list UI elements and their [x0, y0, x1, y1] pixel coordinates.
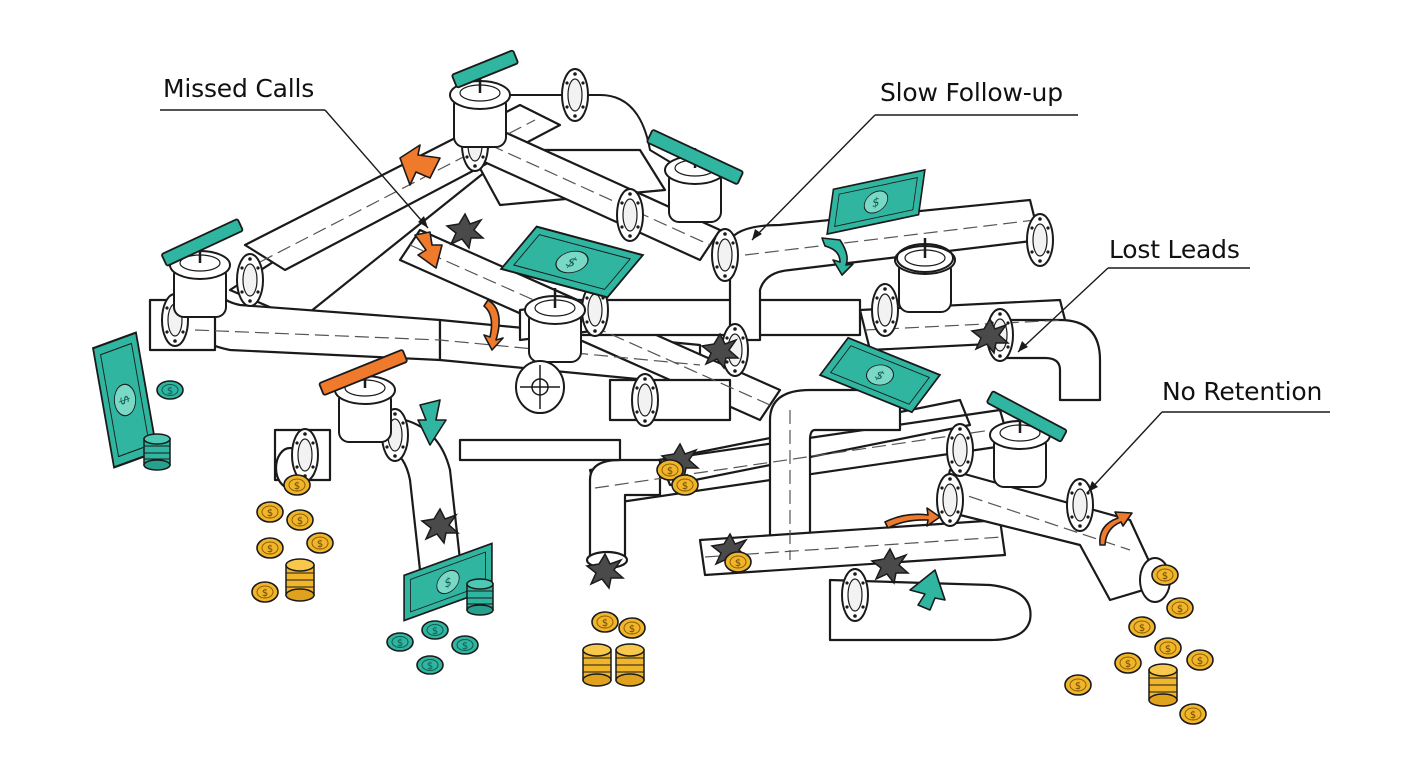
- callout-lost-leads: Lost Leads: [1109, 235, 1240, 264]
- gold-coin-icon: [725, 552, 751, 572]
- teal-coin-icon: [157, 381, 183, 399]
- gold-coin-stack-icon: [286, 559, 314, 601]
- gold-coin-icon: [257, 502, 283, 522]
- gold-coin-icon: [1155, 638, 1181, 658]
- gold-coin-icon: [1187, 650, 1213, 670]
- gold-coin-icon: [1167, 598, 1193, 618]
- gold-coin-stack-icon: [1149, 664, 1177, 706]
- gold-coin-stack-icon: [616, 644, 644, 686]
- gold-coin-icon: [252, 582, 278, 602]
- callout-missed-calls: Missed Calls: [163, 74, 314, 103]
- gold-coin-icon: [287, 510, 313, 530]
- teal-coin-icon: [422, 621, 448, 639]
- gold-coin-icon: [257, 538, 283, 558]
- teal-coin-icon: [387, 633, 413, 651]
- valve-lower-right: [987, 391, 1067, 487]
- gold-coin-stack-icon: [583, 644, 611, 686]
- gold-coin-icon: [672, 475, 698, 495]
- gold-coin-icon: [1129, 617, 1155, 637]
- pipe-crack-icon: [447, 214, 483, 248]
- gold-coin-icon: [592, 612, 618, 632]
- valve-right: [895, 238, 955, 312]
- gold-coin-icon: [1180, 704, 1206, 724]
- gold-coin-icon: [1152, 565, 1178, 585]
- pipe-network: [150, 95, 1170, 640]
- gold-coin-icon: [307, 533, 333, 553]
- callout-no-retention: No Retention: [1162, 377, 1322, 406]
- teal-coin-icon: [452, 636, 478, 654]
- gold-coin-icon: [284, 475, 310, 495]
- gold-coin-icon: [619, 618, 645, 638]
- teal-coin-stack-icon: [144, 434, 170, 470]
- callout-slow-follow-up: Slow Follow-up: [880, 78, 1063, 107]
- gold-coin-icon: [1115, 653, 1141, 673]
- teal-coin-icon: [417, 656, 443, 674]
- gold-coin-icon: [1065, 675, 1091, 695]
- teal-coin-stack-icon: [467, 579, 493, 615]
